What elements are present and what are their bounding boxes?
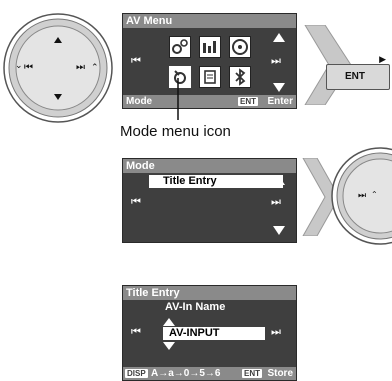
av-menu-panel: AV Menu ⏮ ⏭ Mode ENT Enter xyxy=(122,13,297,109)
bluetooth-icon[interactable] xyxy=(229,66,251,88)
footer-enter-label: Enter xyxy=(267,96,293,107)
av-menu-title: AV Menu xyxy=(123,14,296,28)
title-entry-title: Title Entry xyxy=(123,286,296,300)
prev-icon[interactable]: ⏮ xyxy=(131,326,141,338)
chevron-down-icon: ⌄ xyxy=(15,60,23,70)
up-arrow-icon[interactable] xyxy=(273,33,285,42)
dial-left-label: ⏮ xyxy=(24,62,33,73)
down-arrow-icon[interactable] xyxy=(273,83,285,92)
disc-icon[interactable] xyxy=(229,36,251,58)
ent-button-label: ENT xyxy=(345,71,365,82)
title-entry-option[interactable]: Title Entry xyxy=(149,175,283,188)
mode-panel: Mode Title Entry ⏮ ⏭ xyxy=(122,158,297,243)
control-dial[interactable]: ⏮ ⏭ ⌄ ⌃ xyxy=(2,12,114,124)
mode-icon-leader-line xyxy=(177,78,179,120)
next-icon[interactable]: ⏭ xyxy=(271,55,281,67)
footer-disp-key: DISP xyxy=(125,369,148,378)
title-entry-panel: Title Entry AV-In Name ⏮ AV-INPUT ⏭ DISP… xyxy=(122,285,297,381)
up-arrow-icon[interactable] xyxy=(273,176,285,185)
chevron-up-icon: ⌃ xyxy=(91,62,99,72)
footer-ent-key: ENT xyxy=(238,97,258,106)
footer-store-label: Store xyxy=(267,368,293,379)
list-icon[interactable] xyxy=(199,66,221,88)
control-dial-partial[interactable]: ⏭ ⌃ xyxy=(322,146,392,246)
mode-panel-title: Mode xyxy=(123,159,296,173)
name-input-field[interactable]: AV-INPUT xyxy=(163,327,265,340)
footer-char-cycle: A→a→0→5→6 xyxy=(151,368,221,379)
cursor-up-arrow-icon[interactable] xyxy=(163,318,175,326)
mode-menu-caption: Mode menu icon xyxy=(120,123,231,140)
equalizer-icon[interactable] xyxy=(199,36,221,58)
dial-right-label: ⏭ xyxy=(76,62,85,73)
title-entry-subtitle: AV-In Name xyxy=(165,301,226,313)
title-entry-footer: DISP A→a→0→5→6 ENT Store xyxy=(123,367,296,380)
footer-ent-key: ENT xyxy=(242,369,262,378)
ent-button[interactable]: ▶ ENT xyxy=(326,54,390,90)
ent-pointer-icon: ▶ xyxy=(379,54,386,64)
settings-icon[interactable] xyxy=(169,36,191,58)
av-menu-footer: Mode ENT Enter xyxy=(123,95,296,108)
mode-icon[interactable] xyxy=(169,66,191,88)
chevron-up-icon: ⌃ xyxy=(371,190,378,199)
down-arrow-icon[interactable] xyxy=(273,226,285,235)
prev-icon[interactable]: ⏮ xyxy=(131,196,141,208)
next-icon[interactable]: ⏭ xyxy=(271,326,281,338)
prev-icon[interactable]: ⏮ xyxy=(131,55,141,67)
footer-mode-label: Mode xyxy=(126,96,153,107)
next-icon[interactable]: ⏭ xyxy=(271,196,281,208)
dial-right-label: ⏭ xyxy=(358,190,367,200)
cursor-down-arrow-icon[interactable] xyxy=(163,342,175,350)
